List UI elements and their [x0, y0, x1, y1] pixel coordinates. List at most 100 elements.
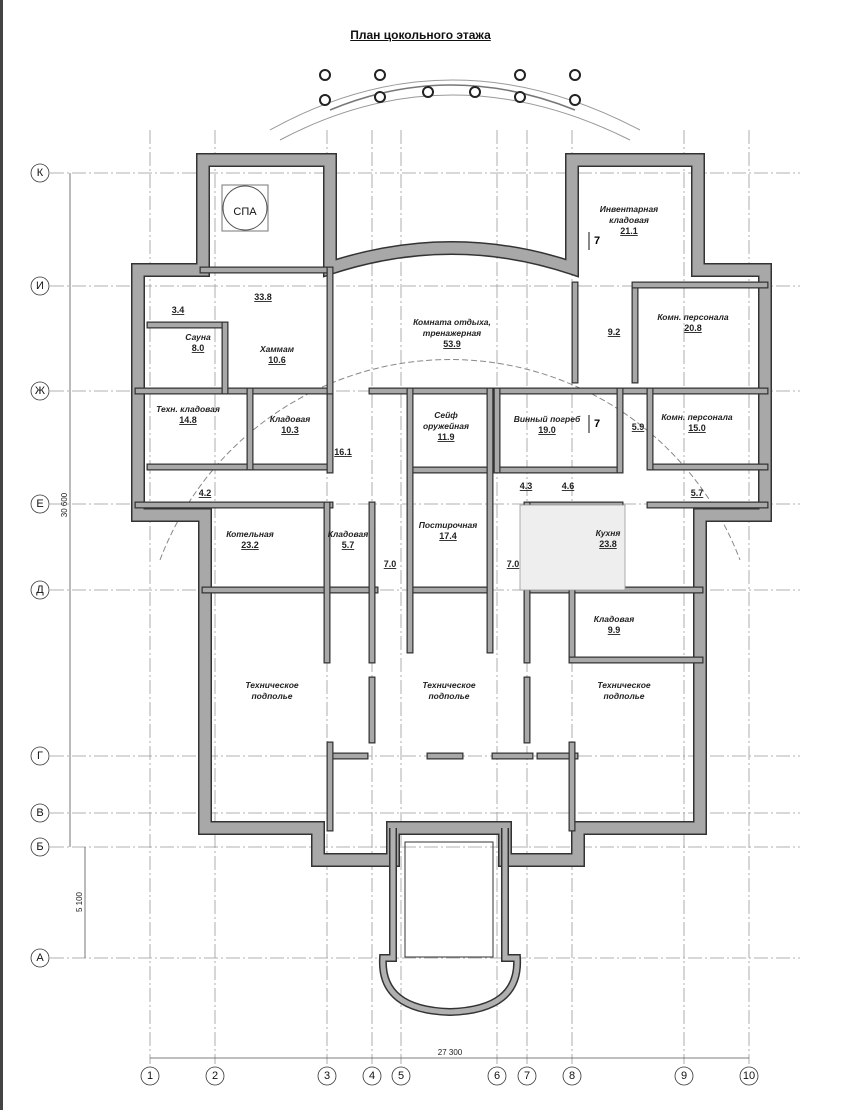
room-name-line2: подполье	[603, 691, 644, 701]
column-icon	[569, 94, 581, 106]
room-area: 7.0	[507, 559, 520, 569]
room-area: 20.8	[684, 323, 702, 333]
porch	[378, 828, 522, 1017]
axis-bubble	[30, 163, 50, 183]
column-icon	[469, 86, 481, 98]
room-name-line2: тренажерная	[423, 328, 481, 338]
room-name: Техн. кладовая	[156, 404, 220, 414]
room-area: 16.1	[334, 447, 352, 457]
room-name: Постирочная	[419, 520, 478, 530]
room-area: 5.7	[342, 540, 355, 550]
dimension-porch: 5 100	[75, 891, 84, 912]
room-name: Кладовая	[328, 529, 368, 539]
room-name-line2: оружейная	[423, 421, 469, 431]
axis-label: 1	[147, 1070, 153, 1082]
room-name-line2: кладовая	[609, 215, 649, 225]
room-name: Винный погреб	[514, 414, 581, 424]
axis-bubble	[30, 837, 50, 857]
room-area: 5.7	[691, 488, 704, 498]
axis-label: 3	[324, 1070, 330, 1082]
room-label: 7.0	[384, 559, 397, 569]
room-area: 9.2	[608, 327, 621, 337]
room-name: Комн. персонала	[657, 312, 729, 322]
room-area: 8.0	[192, 343, 205, 353]
room-label: 33.8	[254, 292, 272, 302]
axis-label: В	[36, 807, 43, 819]
axis-bubble	[30, 746, 50, 766]
colonnade	[319, 69, 581, 106]
room-name: Хаммам	[259, 344, 295, 354]
section-mark: 7	[594, 235, 600, 247]
column-icon	[422, 86, 434, 98]
room-name: Техническое	[245, 680, 299, 690]
axis-bubble	[30, 494, 50, 514]
spa-pool-icon	[222, 185, 268, 231]
decor-outline	[159, 79, 741, 561]
axis-bubble	[362, 1066, 382, 1086]
axis-bubble	[562, 1066, 582, 1086]
room-area: 9.9	[608, 625, 621, 635]
axis-label: А	[36, 952, 44, 964]
column-icon	[514, 91, 526, 103]
room-area: 10.3	[281, 425, 299, 435]
room-label: 4.2	[199, 488, 212, 498]
room-name-line2: подполье	[428, 691, 469, 701]
column-icon	[374, 91, 386, 103]
axis-bubble	[487, 1066, 507, 1086]
room-area: 4.2	[199, 488, 212, 498]
axis-bubble	[30, 276, 50, 296]
room-label: 16.1	[334, 447, 352, 457]
axis-label: 4	[369, 1070, 375, 1082]
page-border	[0, 0, 3, 1110]
room-name: Инвентарная	[600, 204, 658, 214]
room-area: 23.8	[599, 539, 617, 549]
axis-label: Б	[36, 841, 43, 853]
room-area: 4.3	[520, 481, 533, 491]
room-label: 5.9	[632, 422, 645, 432]
axis-label: 2	[212, 1070, 218, 1082]
axis-label: 6	[494, 1070, 500, 1082]
room-name: Техническое	[597, 680, 651, 690]
room-label: 9.2	[608, 327, 621, 337]
room-area: 4.6	[562, 481, 575, 491]
room-name: СПА	[233, 206, 257, 218]
room-area: 33.8	[254, 292, 272, 302]
dimension-total-width: 27 300	[438, 1048, 463, 1057]
axis-label: 9	[681, 1070, 687, 1082]
room-name: Кухня	[596, 528, 621, 538]
axis-label: 10	[743, 1070, 755, 1082]
room-area: 19.0	[538, 425, 556, 435]
column-icon	[514, 69, 526, 81]
axis-bubble	[674, 1066, 694, 1086]
room-area: 10.6	[268, 355, 286, 365]
axis-bubble	[317, 1066, 337, 1086]
room-area: 23.2	[241, 540, 259, 550]
axis-label: Е	[36, 498, 43, 510]
plan-title: План цокольного этажа	[350, 28, 491, 42]
room-name: Сейф	[434, 410, 458, 420]
room-area: 53.9	[443, 339, 461, 349]
axis-label: И	[36, 280, 44, 292]
room-name: Комната отдыха,	[413, 317, 491, 327]
axis-label: Ж	[35, 385, 45, 397]
column-icon	[374, 69, 386, 81]
column-icon	[319, 94, 331, 106]
room-area: 11.9	[437, 432, 454, 442]
